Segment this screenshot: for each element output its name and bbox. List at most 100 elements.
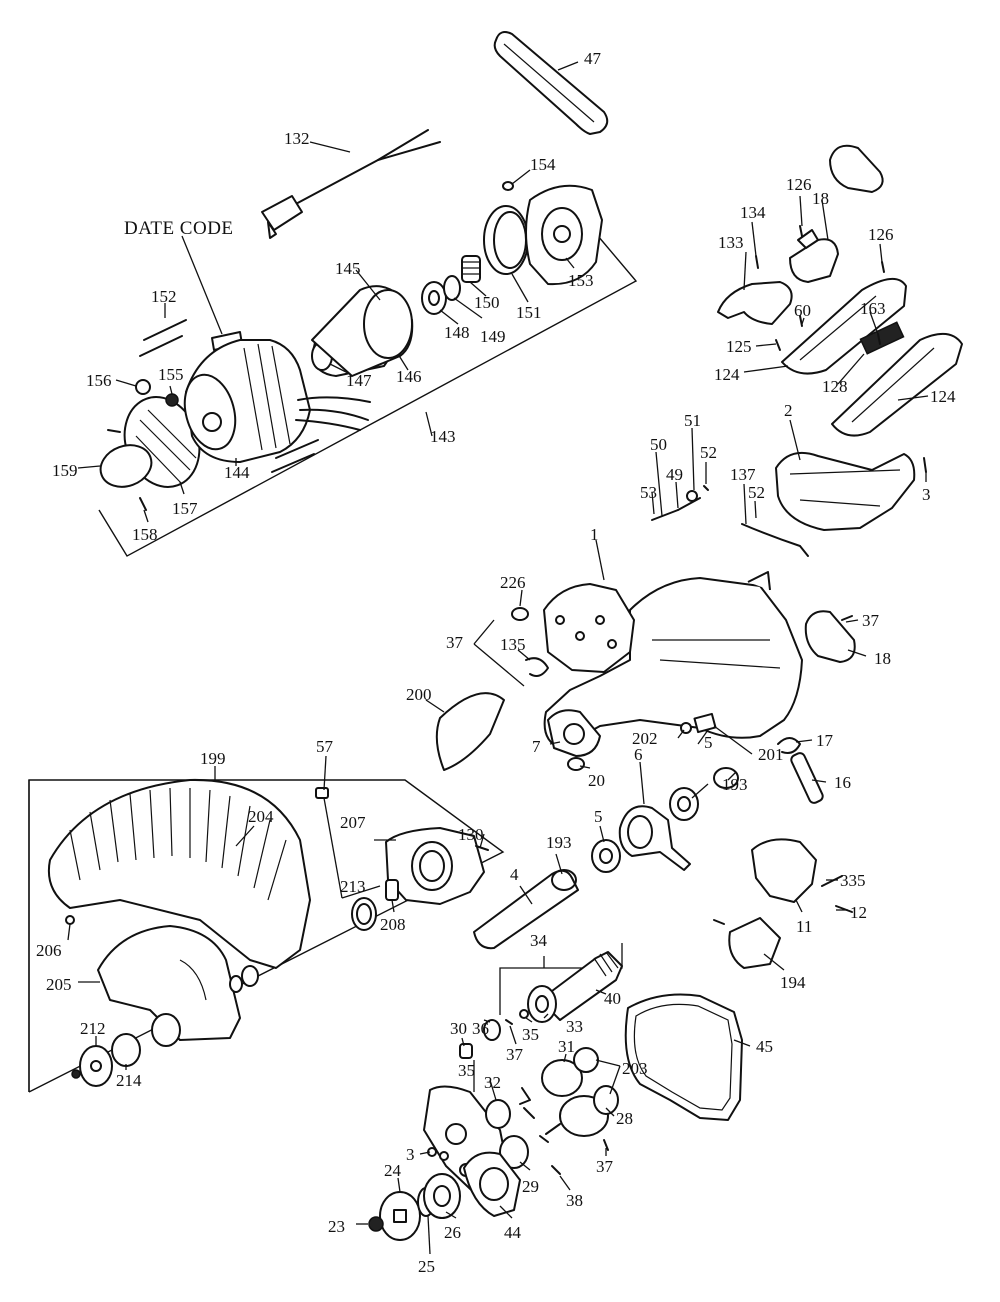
label-32: 32 — [484, 1073, 501, 1092]
label-49: 49 — [666, 465, 683, 484]
label-18-low: 18 — [874, 649, 891, 668]
pin-30 — [459, 1043, 473, 1059]
label-151: 151 — [516, 303, 542, 322]
outer-flange-24 — [379, 1191, 421, 1241]
upper-blade-guard-204 — [48, 778, 311, 969]
label-26: 26 — [444, 1223, 461, 1242]
label-37-mid: 37 — [506, 1045, 524, 1064]
label-204: 204 — [248, 807, 274, 826]
label-148: 148 — [444, 323, 470, 342]
label-203: 203 — [622, 1059, 648, 1078]
motor-stator-housing — [183, 339, 371, 463]
fan-baffle — [311, 285, 414, 377]
label-156: 156 — [86, 371, 112, 390]
label-36: 36 — [472, 1019, 489, 1038]
switch-128 — [859, 321, 905, 355]
label-50: 50 — [650, 435, 667, 454]
spring-213 — [351, 897, 377, 931]
label-199: 199 — [200, 749, 226, 768]
gear-shaft-40 — [539, 951, 623, 1021]
small-nut-guard — [71, 1069, 81, 1079]
label-28: 28 — [616, 1109, 633, 1128]
label-124-right: 124 — [930, 387, 956, 406]
clip-17 — [777, 737, 801, 754]
gear-group-frame — [499, 943, 623, 1015]
label-35-top: 35 — [522, 1025, 539, 1044]
label-200: 200 — [406, 685, 432, 704]
label-44: 44 — [504, 1223, 522, 1242]
label-45: 45 — [756, 1037, 773, 1056]
screw-154 — [502, 181, 514, 191]
pin-49-50-53 — [651, 485, 709, 521]
guard-washers — [229, 965, 259, 993]
label-205: 205 — [46, 975, 72, 994]
label-25: 25 — [418, 1257, 435, 1276]
label-37-right: 37 — [862, 611, 880, 630]
small-bearing-155 — [165, 393, 179, 407]
handle-grip-18-lower — [804, 610, 856, 663]
label-193-left: 193 — [546, 833, 572, 852]
part-number-labels: 47 132 154 152 145 150 153 151 148 149 1… — [36, 49, 956, 1276]
label-38: 38 — [566, 1191, 583, 1210]
label-3-top: 3 — [922, 485, 931, 504]
small-ring-156 — [135, 379, 151, 395]
label-24: 24 — [384, 1161, 402, 1180]
bearing-32 — [485, 1099, 511, 1129]
label-1: 1 — [590, 525, 599, 544]
label-52-top: 52 — [700, 443, 717, 462]
label-17: 17 — [816, 731, 834, 750]
gear-28 — [545, 1085, 619, 1137]
ring-151 — [483, 205, 529, 275]
switch-trigger — [789, 229, 839, 283]
bolt-20 — [567, 757, 585, 771]
leader-lines — [67, 61, 929, 1255]
screws-202-201 — [680, 712, 717, 734]
label-134: 134 — [740, 203, 766, 222]
bearing-29 — [499, 1135, 529, 1169]
bearing-193-top — [713, 767, 739, 789]
label-146: 146 — [396, 367, 422, 386]
handle-half-124-right — [831, 333, 963, 437]
label-33: 33 — [566, 1017, 583, 1036]
label-132: 132 — [284, 129, 310, 148]
label-143: 143 — [430, 427, 456, 446]
label-126-left: 126 — [786, 175, 812, 194]
label-150: 150 — [474, 293, 500, 312]
label-20: 20 — [588, 771, 605, 790]
label-4: 4 — [510, 865, 519, 884]
label-37-left: 37 — [446, 633, 464, 652]
gear-31 — [541, 1047, 599, 1097]
bearing-5-upper — [669, 787, 699, 821]
bearing-bracket-6 — [618, 805, 691, 871]
bolt-23 — [368, 1216, 384, 1232]
label-153: 153 — [568, 271, 594, 290]
spring-lever-137 — [741, 523, 809, 557]
label-5-top: 5 — [704, 733, 713, 752]
small-parts-35-37 — [505, 1009, 529, 1025]
washer-149 — [443, 275, 461, 301]
blade-guard-group-frame — [28, 779, 505, 1093]
label-34: 34 — [530, 931, 548, 950]
washer-36 — [483, 1019, 501, 1041]
bearing-5-lower — [591, 839, 621, 873]
label-18-top: 18 — [812, 189, 829, 208]
gasket-45 — [624, 993, 743, 1121]
pivot-cap-226 — [511, 607, 529, 621]
label-152: 152 — [151, 287, 177, 306]
label-194: 194 — [780, 973, 806, 992]
motor-pins — [139, 319, 319, 473]
label-158: 158 — [132, 525, 158, 544]
label-29: 29 — [522, 1177, 539, 1196]
label-208: 208 — [380, 915, 406, 934]
label-135: 135 — [500, 635, 526, 654]
rear-guard-2 — [775, 452, 916, 531]
blade-cover-200 — [435, 692, 505, 771]
handle-half-124-left — [781, 278, 907, 375]
motor-group-frame — [98, 235, 638, 557]
label-149: 149 — [480, 327, 506, 346]
screw-130 — [475, 845, 489, 851]
label-133: 133 — [718, 233, 744, 252]
date-code-label-text: DATE CODE — [124, 218, 234, 239]
label-23: 23 — [328, 1217, 345, 1236]
